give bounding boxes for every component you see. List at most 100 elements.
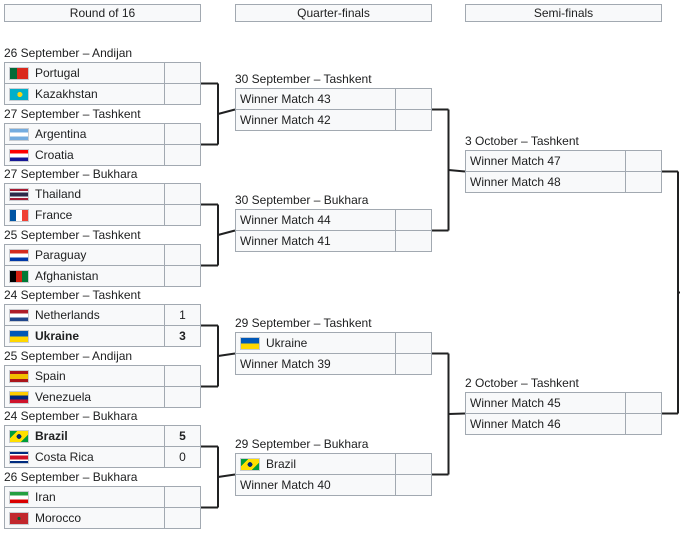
connector-line bbox=[217, 473, 236, 478]
team-name: Portugal bbox=[35, 66, 80, 80]
team-name: Winner Match 41 bbox=[240, 234, 331, 248]
team-score bbox=[396, 110, 431, 130]
round-header-quarter-finals: Quarter-finals bbox=[235, 4, 432, 22]
team-score bbox=[165, 487, 200, 507]
team-name: Winner Match 44 bbox=[240, 213, 331, 227]
connector-line bbox=[448, 169, 466, 173]
team-score bbox=[165, 84, 200, 104]
match-date: 29 September – Tashkent bbox=[235, 316, 372, 330]
team-score bbox=[396, 454, 431, 474]
match-date: 3 October – Tashkent bbox=[465, 134, 579, 148]
connector-line bbox=[217, 108, 236, 115]
team-cell: Winner Match 45 bbox=[466, 393, 625, 413]
match-date: 25 September – Tashkent bbox=[4, 228, 141, 242]
flag-icon bbox=[9, 148, 29, 162]
team-score: 0 bbox=[165, 447, 200, 467]
team-cell: Iran bbox=[5, 487, 164, 507]
connector-line bbox=[217, 352, 236, 357]
team-name: Winner Match 47 bbox=[470, 154, 561, 168]
round-header-round-of-16: Round of 16 bbox=[4, 4, 201, 22]
team-cell: Brazil bbox=[5, 426, 164, 446]
team-score bbox=[165, 205, 200, 225]
match-box: Winner Match 47 Winner Match 48 bbox=[465, 150, 662, 193]
team-name: Winner Match 39 bbox=[240, 357, 331, 371]
match-date: 2 October – Tashkent bbox=[465, 376, 579, 390]
match-date: 30 September – Tashkent bbox=[235, 72, 372, 86]
team-cell: Winner Match 40 bbox=[236, 475, 395, 495]
team-cell: Afghanistan bbox=[5, 266, 164, 286]
match-date: 27 September – Tashkent bbox=[4, 107, 141, 121]
team-score: 1 bbox=[165, 305, 200, 325]
team-name: Netherlands bbox=[35, 308, 100, 322]
team-score bbox=[626, 172, 661, 192]
team-cell: Winner Match 39 bbox=[236, 354, 395, 374]
team-name: Morocco bbox=[35, 511, 82, 525]
team-name: Kazakhstan bbox=[35, 87, 98, 101]
team-cell: Morocco bbox=[5, 508, 164, 528]
match-date: 29 September – Bukhara bbox=[235, 437, 369, 451]
match-date: 24 September – Bukhara bbox=[4, 409, 138, 423]
team-name: Paraguay bbox=[35, 248, 87, 262]
team-score bbox=[165, 184, 200, 204]
match-box: Winner Match 45 Winner Match 46 bbox=[465, 392, 662, 435]
flag-icon bbox=[9, 208, 29, 222]
team-name: Brazil bbox=[35, 429, 68, 443]
team-cell: Winner Match 41 bbox=[236, 231, 395, 251]
team-cell: Brazil bbox=[236, 454, 395, 474]
team-name: Venezuela bbox=[35, 390, 92, 404]
team-cell: Costa Rica bbox=[5, 447, 164, 467]
flag-icon bbox=[240, 336, 260, 350]
team-name: Spain bbox=[35, 369, 66, 383]
team-score bbox=[626, 393, 661, 413]
team-score bbox=[396, 89, 431, 109]
team-name: Ukraine bbox=[35, 329, 80, 343]
flag-icon bbox=[9, 511, 29, 525]
team-cell: Winner Match 44 bbox=[236, 210, 395, 230]
team-cell: Thailand bbox=[5, 184, 164, 204]
team-cell: Netherlands bbox=[5, 305, 164, 325]
round-header-semi-finals: Semi-finals bbox=[465, 4, 662, 22]
flag-icon bbox=[9, 308, 29, 322]
team-score bbox=[165, 145, 200, 165]
connector-line bbox=[448, 412, 466, 415]
team-name: Winner Match 46 bbox=[470, 417, 561, 431]
match-date: 24 September – Tashkent bbox=[4, 288, 141, 302]
flag-icon bbox=[9, 269, 29, 283]
team-name: Iran bbox=[35, 490, 56, 504]
team-name: Winner Match 48 bbox=[470, 175, 561, 189]
team-cell: France bbox=[5, 205, 164, 225]
flag-icon bbox=[9, 87, 29, 101]
match-date: 27 September – Bukhara bbox=[4, 167, 138, 181]
match-date: 26 September – Andijan bbox=[4, 46, 133, 60]
flag-icon bbox=[9, 66, 29, 80]
team-cell: Kazakhstan bbox=[5, 84, 164, 104]
team-name: Argentina bbox=[35, 127, 87, 141]
team-name: Winner Match 43 bbox=[240, 92, 331, 106]
team-score bbox=[396, 354, 431, 374]
match-date: 26 September – Bukhara bbox=[4, 470, 138, 484]
team-cell: Venezuela bbox=[5, 387, 164, 407]
team-cell: Ukraine bbox=[5, 326, 164, 346]
team-name: Croatia bbox=[35, 148, 74, 162]
flag-icon bbox=[9, 248, 29, 262]
team-cell: Spain bbox=[5, 366, 164, 386]
connector-line bbox=[217, 229, 236, 236]
team-cell: Winner Match 48 bbox=[466, 172, 625, 192]
team-name: Ukraine bbox=[266, 336, 308, 350]
flag-icon bbox=[9, 450, 29, 464]
team-cell: Argentina bbox=[5, 124, 164, 144]
match-date: 30 September – Bukhara bbox=[235, 193, 369, 207]
team-score bbox=[165, 245, 200, 265]
team-score bbox=[396, 210, 431, 230]
team-cell: Winner Match 43 bbox=[236, 89, 395, 109]
team-score bbox=[165, 387, 200, 407]
team-cell: Paraguay bbox=[5, 245, 164, 265]
team-cell: Ukraine bbox=[236, 333, 395, 353]
